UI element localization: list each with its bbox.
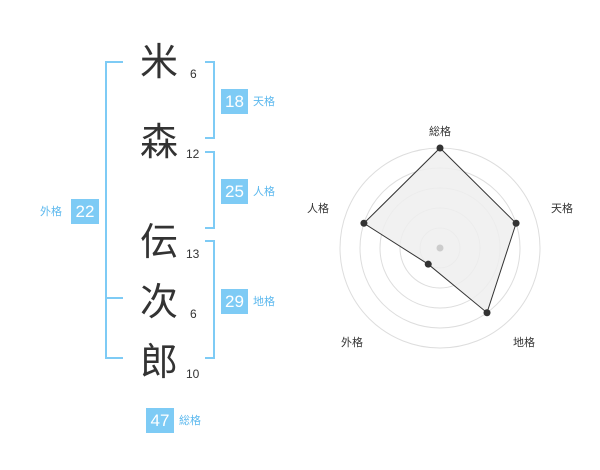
chikaku-label: 地格 <box>253 295 275 308</box>
stroke-count: 6 <box>190 67 197 81</box>
radar-label-jinkaku: 人格 <box>307 201 329 215</box>
stroke-count: 10 <box>186 367 200 381</box>
tenkaku-bracket <box>205 61 215 63</box>
tenkaku-value: 18 <box>221 89 248 114</box>
name-char: 森 <box>140 120 179 164</box>
jinkaku-bracket <box>205 151 215 153</box>
jinkaku-value: 25 <box>221 179 248 204</box>
soukaku-label: 総格 <box>179 414 201 427</box>
radar-label-soukaku: 総格 <box>429 124 451 138</box>
radar-point <box>424 260 432 268</box>
soukaku-value: 47 <box>146 408 174 433</box>
gaikaku-label: 外格 <box>40 205 62 218</box>
stroke-count: 13 <box>186 247 200 261</box>
tenkaku-bracket <box>213 61 215 139</box>
name-char: 米 <box>140 40 179 84</box>
radar-point <box>512 219 520 227</box>
radar-polygon <box>363 147 517 314</box>
jinkaku-label: 人格 <box>253 185 275 198</box>
name-char: 次 <box>140 280 179 324</box>
gaikaku-bracket <box>105 61 123 63</box>
radar-point <box>483 309 491 317</box>
radar-center-dot <box>436 244 444 252</box>
chikaku-value: 29 <box>221 289 248 314</box>
chikaku-bracket <box>205 357 215 359</box>
tenkaku-label: 天格 <box>253 95 275 108</box>
stroke-count: 6 <box>190 307 197 321</box>
jinkaku-bracket <box>205 227 215 229</box>
tenkaku-bracket <box>205 137 215 139</box>
name-char: 伝 <box>140 220 179 264</box>
radar-point <box>436 144 444 152</box>
radar-label-gaikaku: 外格 <box>341 335 363 349</box>
gaikaku-value: 22 <box>71 199 99 224</box>
radar-point <box>360 219 368 227</box>
chikaku-bracket <box>205 240 215 242</box>
stroke-count: 12 <box>186 147 200 161</box>
name-char: 郎 <box>140 340 179 384</box>
radar-label-tenkaku: 天格 <box>551 201 573 215</box>
gaikaku-bracket <box>105 357 123 359</box>
radar-label-chikaku: 地格 <box>513 335 535 349</box>
gaikaku-bracket <box>105 297 123 299</box>
jinkaku-bracket <box>213 151 215 229</box>
chikaku-bracket <box>213 240 215 359</box>
gaikaku-bracket <box>105 61 107 359</box>
